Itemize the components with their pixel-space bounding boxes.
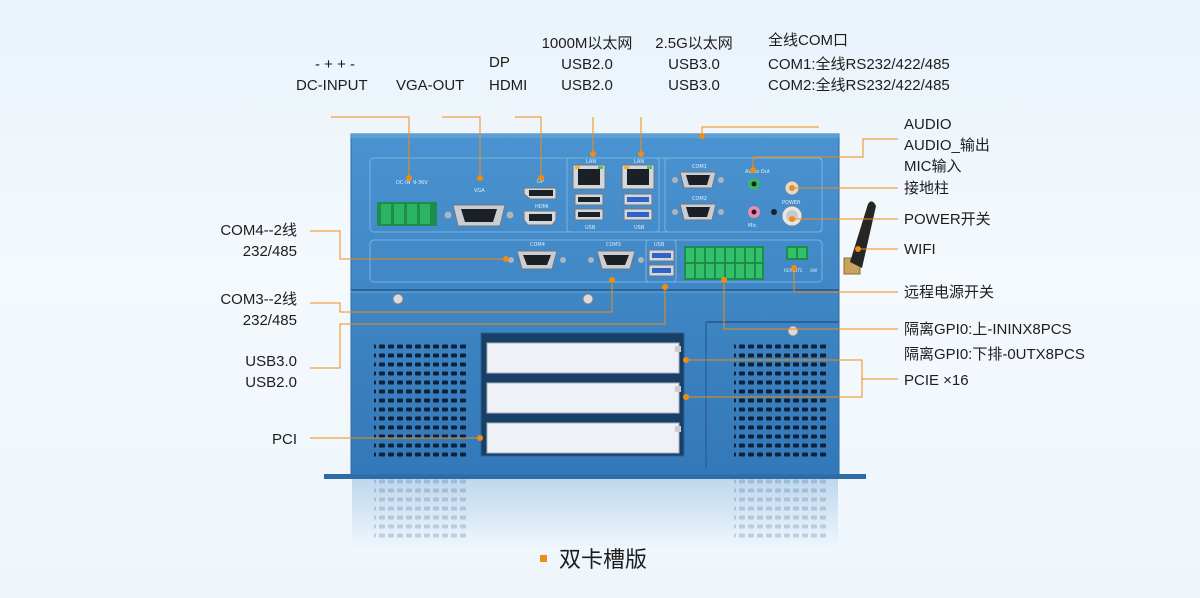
lan-mark-2: LAN xyxy=(634,159,644,165)
com4-mark: COM4 xyxy=(530,242,545,248)
expansion-slots xyxy=(480,332,685,457)
remote-switch-terminal xyxy=(786,246,808,260)
hdmi-label: HDMI xyxy=(489,77,528,94)
screw xyxy=(392,293,404,305)
audio-out-jack xyxy=(748,178,760,190)
com3-port xyxy=(588,250,644,270)
pcie-label: PCIE ×16 xyxy=(904,372,969,389)
usb-mark-2: USB xyxy=(634,225,645,231)
audio-out-mark: Audio Out xyxy=(745,169,770,175)
leader-lines xyxy=(310,116,898,439)
com1-port xyxy=(672,171,724,189)
dc-polarity-label: - + + - xyxy=(314,56,355,73)
gpio-terminal xyxy=(684,246,764,280)
dc-input-label: DC-INPUT xyxy=(296,77,368,94)
wifi-antenna xyxy=(843,201,876,275)
lan-1000m-port xyxy=(572,164,606,190)
audio-label: AUDIO xyxy=(904,116,952,133)
usb30-stack xyxy=(623,193,653,221)
power-mark: POWER xyxy=(782,200,801,206)
sw-mark: SW xyxy=(810,268,818,274)
com-title-label: 全线COM口 xyxy=(768,32,848,49)
vga-mark: VGA xyxy=(474,188,485,194)
remote-power-label: 远程电源开关 xyxy=(904,284,995,301)
vga-out-label: VGA-OUT xyxy=(396,77,465,94)
com1-label: COM1:全线RS232/422/485 xyxy=(768,56,950,73)
lan-2.5g-label: 2.5G以太网 xyxy=(655,35,733,52)
usb20-label-b: USB2.0 xyxy=(561,77,613,94)
usb30-label-b: USB3.0 xyxy=(668,77,720,94)
middle-io-panel xyxy=(369,239,823,283)
ground-label: 接地柱 xyxy=(904,180,950,197)
usb-mark-3: USB xyxy=(654,242,665,248)
led-indicator xyxy=(771,209,777,215)
chassis-reflection xyxy=(352,478,838,548)
hdmi-mark: HDMI xyxy=(535,204,548,210)
mic-mark: Mic xyxy=(748,223,757,229)
com2-mark: COM2 xyxy=(692,196,707,202)
com3-label: COM3--2线 232/485 xyxy=(220,291,297,329)
caption: 双卡槽版 xyxy=(540,542,647,574)
lan-2.5g-port xyxy=(621,164,655,190)
com2-port xyxy=(672,203,724,221)
audio-out-label: AUDIO_输出 xyxy=(904,137,990,154)
wifi-label: WIFI xyxy=(904,241,936,258)
bullet-square-icon xyxy=(540,554,547,562)
lan-mark-1: LAN xyxy=(586,159,596,165)
hdmi-port xyxy=(523,210,557,226)
usb20-stack xyxy=(574,193,604,221)
left-vent xyxy=(374,344,466,460)
usb20-label-a: USB2.0 xyxy=(561,56,613,73)
mic-jack xyxy=(748,206,760,218)
dc-input-terminal xyxy=(377,202,437,226)
volt-mark: 9-36V xyxy=(413,180,428,186)
dp-label: DP xyxy=(489,54,510,71)
dc-in-mark: DC-IN xyxy=(396,180,411,186)
right-vent xyxy=(734,344,826,460)
caption-text: 双卡槽版 xyxy=(559,547,648,572)
com3-mark: COM3 xyxy=(606,242,621,248)
com4-label: COM4--2线 232/485 xyxy=(220,222,297,260)
screw xyxy=(582,293,594,305)
screw xyxy=(787,325,799,337)
com2-label: COM2:全线RS232/422/485 xyxy=(768,77,950,94)
com4-port xyxy=(508,250,566,270)
lan-1000m-label: 1000M以太网 xyxy=(541,35,633,52)
power-label: POWER开关 xyxy=(904,211,991,228)
vga-port xyxy=(444,204,514,227)
leader-dots xyxy=(406,133,861,441)
gpio-in-label: 隔离GPI0:上-ININX8PCS xyxy=(904,321,1072,338)
dp-port xyxy=(523,187,557,200)
gpio-out-label: 隔离GPI0:下排-0UTX8PCS xyxy=(904,346,1085,363)
dp-mark: DP xyxy=(537,179,544,185)
mic-in-label: MIC输入 xyxy=(904,158,962,175)
com1-mark: COM1 xyxy=(692,164,707,170)
usb-left-label: USB3.0 USB2.0 xyxy=(245,353,297,391)
usb30-label-a: USB3.0 xyxy=(668,56,720,73)
usb-mid-stack xyxy=(648,249,675,277)
pci-label: PCI xyxy=(271,431,297,448)
usb-mark-1: USB xyxy=(585,225,596,231)
